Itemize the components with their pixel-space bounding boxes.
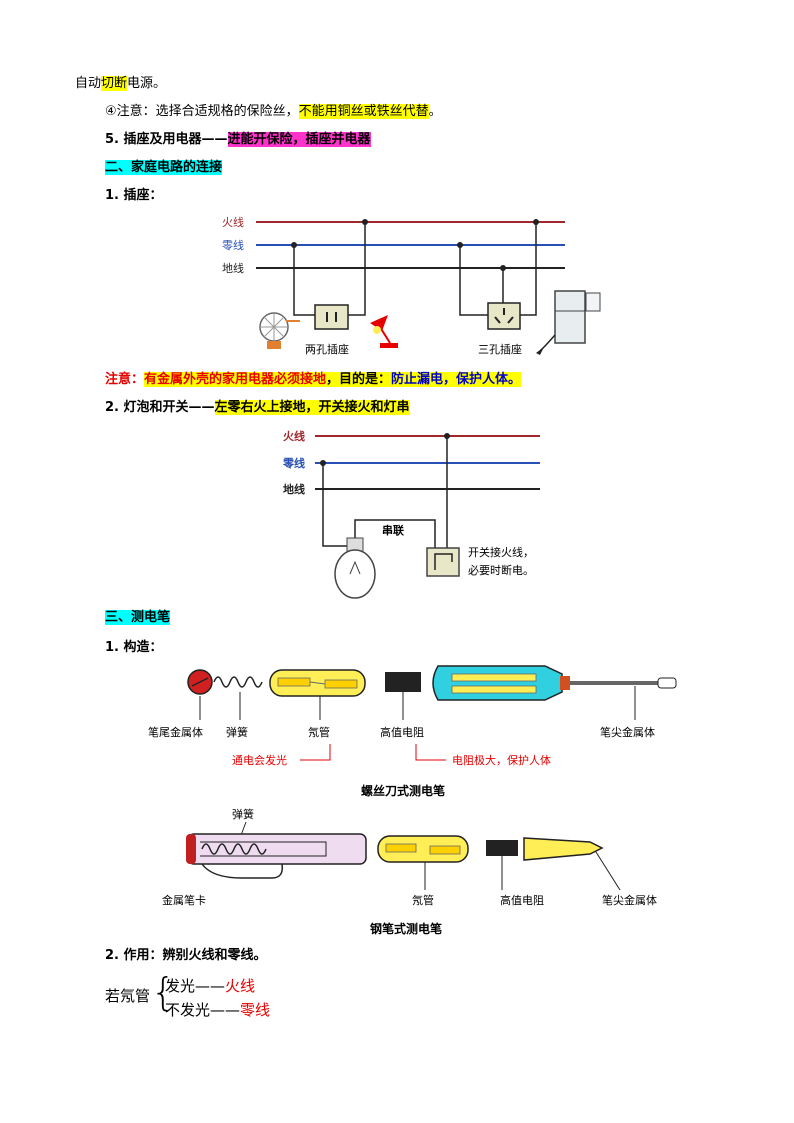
wire <box>459 245 488 316</box>
fire-line-label: 火线 <box>283 429 305 443</box>
highlight-text: 防止漏电，保护人体。 <box>391 372 522 387</box>
lamp-switch-circuit-diagram: 火线 零线 地线 串联 开关接火线， 必要时断电。 <box>282 429 540 599</box>
socket-hole <box>507 316 514 324</box>
highlight-text: 不能用铜丝或铁丝代替 <box>298 104 429 119</box>
case-no-glow: 不发光——零线 <box>165 1000 270 1020</box>
neon-tube-icon <box>377 835 469 863</box>
text-line-3: 5. 插座及用电器——进能开保险，插座并电器 <box>105 130 371 150</box>
pen-tip-icon <box>523 837 604 861</box>
annotation-line <box>300 744 331 761</box>
high-resistance-note: 电阻极大，保护人体 <box>452 753 551 767</box>
highlight-text: 左零右火上接地，开关接火和灯串 <box>214 400 410 415</box>
caption-screwdriver-tester: 螺丝刀式测电笔 <box>361 784 446 798</box>
zero-line-label: 零线 <box>222 238 244 252</box>
caption-pen-tester: 钢笔式测电笔 <box>370 922 443 936</box>
neon-label: 氖管 <box>412 893 434 907</box>
glow-note: 通电会发光 <box>232 753 287 767</box>
highlight-text: ，目的是： <box>326 372 392 387</box>
case-glow: 发光——火线 <box>165 976 255 996</box>
highlight-text: 进能开保险，插座并电器 <box>227 132 371 147</box>
text-fragment: 5. 插座及用电器—— <box>105 132 228 147</box>
highlight-text: 切断 <box>101 76 128 91</box>
highlight-text: 有金属外壳的家用电器必须接地 <box>144 372 327 387</box>
wire <box>348 222 366 316</box>
desk-lamp-icon <box>370 315 398 348</box>
junction-dot <box>533 219 539 225</box>
wire <box>293 245 315 316</box>
text-line-5: 2. 灯泡和开关——左零右火上接地，开关接火和灯串 <box>105 398 410 418</box>
tip-metal-label: 笔尖金属体 <box>602 893 657 907</box>
subheading-socket: 1. 插座： <box>105 188 163 203</box>
note-line: 注意：有金属外壳的家用电器必须接地，目的是：防止漏电，保护人体。 <box>105 370 522 390</box>
text-line-1: 自动切断电源。 <box>75 74 166 94</box>
text-line-2: ④注意：选择合适规格的保险丝，不能用铜丝或铁丝代替。 <box>105 102 442 122</box>
fire-wire-answer: 火线 <box>225 977 256 995</box>
section-heading-2: 二、家庭电路的连接 <box>105 158 223 178</box>
pen-body-icon <box>186 833 367 879</box>
spring-label: 弹簧 <box>226 725 248 739</box>
junction-dot <box>362 219 368 225</box>
screwdriver-body-icon <box>432 665 677 701</box>
fan-icon <box>259 312 300 349</box>
wire <box>520 222 537 316</box>
light-bulb-icon <box>334 537 376 599</box>
two-hole-label: 两孔插座 <box>305 342 349 356</box>
text-fragment: 2. 灯泡和开关—— <box>105 400 215 415</box>
resistor-icon <box>385 672 421 692</box>
leader-line <box>595 851 621 891</box>
tail-metal-label: 笔尾金属体 <box>148 725 203 739</box>
note-label: 注意： <box>105 372 145 387</box>
junction-dot <box>500 265 506 271</box>
subheading-function: 2. 作用：辨别火线和零线。 <box>105 948 267 963</box>
socket-hole <box>494 316 501 324</box>
three-hole-label: 三孔插座 <box>478 342 522 356</box>
subheading-structure: 1. 构造： <box>105 640 163 655</box>
junction-dot <box>457 242 463 248</box>
zero-line-label: 零线 <box>282 456 305 470</box>
resistor-label: 高值电阻 <box>380 725 424 739</box>
spring-label: 弹簧 <box>232 807 254 821</box>
heading-text: 二、家庭电路的连接 <box>105 160 223 175</box>
heading-text: 三、测电笔 <box>105 610 171 625</box>
neon-label: 氖管 <box>308 725 330 739</box>
switch-note-2: 必要时断电。 <box>468 563 534 577</box>
zero-wire-answer: 零线 <box>240 1001 271 1019</box>
junction-dot <box>291 242 297 248</box>
annotation-line <box>415 744 446 761</box>
refrigerator-icon <box>536 290 601 355</box>
socket-circuit-diagram: 火线 零线 地线 两孔插座 三孔插座 <box>222 215 601 356</box>
text-fragment: 自动 <box>75 76 102 91</box>
resistor-icon <box>486 840 518 856</box>
text-fragment: 不发光—— <box>165 1001 241 1019</box>
resistor-label: 高值电阻 <box>500 893 544 907</box>
series-label: 串联 <box>382 523 404 537</box>
neon-tube-condition: 若氖管 <box>105 987 151 1005</box>
wire <box>354 519 436 548</box>
switch-icon <box>426 547 460 577</box>
tail-metal-icon <box>187 669 213 695</box>
fire-line-label: 火线 <box>222 215 244 229</box>
three-hole-socket <box>487 302 521 330</box>
neon-tube-icon <box>269 669 366 697</box>
clip-label: 金属笔卡 <box>162 893 206 907</box>
switch-note-1: 开关接火线， <box>468 545 534 559</box>
text-fragment: 电源。 <box>127 76 167 91</box>
pen-tester-diagram: 弹簧 金属笔卡 氖管 高值电阻 笔尖金属体 <box>162 807 657 907</box>
ground-line-label: 地线 <box>283 482 305 496</box>
text-fragment: 发光—— <box>165 977 226 995</box>
tip-metal-label: 笔尖金属体 <box>600 725 655 739</box>
spring-icon <box>213 676 263 688</box>
section-heading-3: 三、测电笔 <box>105 608 171 628</box>
text-fragment: 。 <box>428 104 442 119</box>
two-hole-socket <box>314 304 349 330</box>
brace: { <box>151 970 176 1014</box>
wire <box>322 463 347 547</box>
screwdriver-tester-diagram: 笔尾金属体 弹簧 氖管 高值电阻 笔尖金属体 通电会发光 电阻极大，保护人体 <box>148 665 677 767</box>
ground-line-label: 地线 <box>222 261 244 275</box>
text-fragment: ④注意：选择合适规格的保险丝， <box>105 104 299 119</box>
